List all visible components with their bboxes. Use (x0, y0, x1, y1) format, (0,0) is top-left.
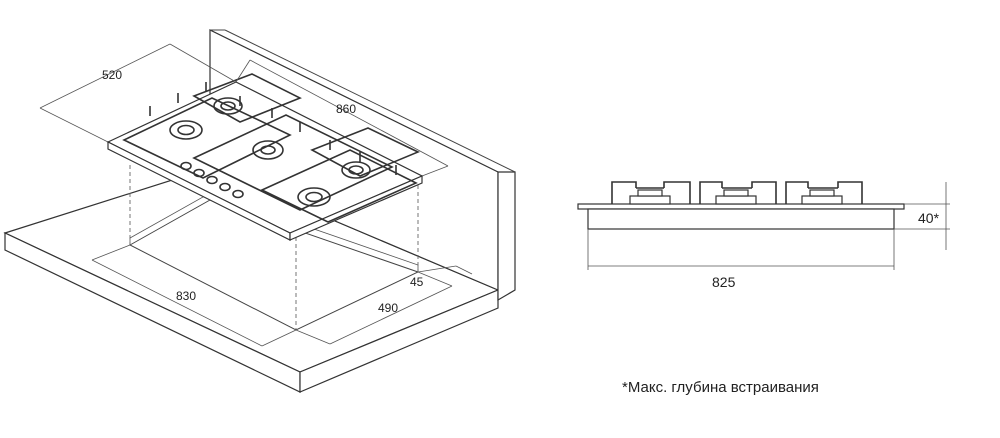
burner-back-right (341, 161, 371, 179)
front-burner-left-cap (637, 189, 663, 197)
dim-ext-860-b (421, 165, 449, 177)
grate-left (122, 97, 292, 179)
dim-label-40: 40* (918, 210, 940, 226)
burner-front-left-inner (177, 124, 195, 136)
dim-line-520 (39, 43, 171, 109)
knob-4 (219, 182, 231, 192)
grate-center (192, 114, 394, 211)
front-grates (611, 181, 863, 204)
control-knobs (180, 161, 244, 199)
dim-label-490: 490 (378, 301, 398, 315)
back-wall-top-edge-2 (224, 29, 516, 173)
dim-label-520: 520 (102, 68, 122, 82)
burner-front-right (297, 187, 331, 207)
dim-ext-490-a (295, 329, 331, 345)
hob-plate-right-edge (289, 175, 423, 241)
burner-back-right-inner (348, 165, 364, 175)
footnote-text: *Макс. глубина встраивания (622, 379, 819, 396)
knob-1 (180, 161, 192, 171)
dim-ext-45 (455, 265, 473, 275)
back-wall-side (497, 171, 516, 302)
dim-ext-520-a (39, 107, 109, 143)
hob-base-plate (577, 203, 905, 210)
front-burner-left (629, 195, 671, 205)
dim-ext-830-b (261, 329, 297, 347)
grate-right (260, 149, 418, 223)
dim-ext-490-b (417, 271, 453, 287)
dim-label-860: 860 (336, 102, 356, 116)
dim-line-490 (329, 285, 453, 345)
burner-front-left (169, 120, 203, 140)
knob-5 (232, 189, 244, 199)
burner-front-right-inner (305, 191, 323, 203)
hob-body (587, 208, 895, 230)
countertop-right-edge (299, 289, 499, 393)
burner-center-inner (260, 145, 276, 155)
front-burner-center-cap (723, 189, 749, 197)
dim-line-830 (91, 259, 263, 347)
dim-label-825: 825 (712, 274, 736, 290)
front-burner-right-cap (809, 189, 835, 197)
dim-label-830: 830 (176, 289, 196, 303)
burner-center (252, 140, 284, 160)
front-burner-center (715, 195, 757, 205)
knob-2 (193, 168, 205, 178)
iso-view: 520 860 830 490 45 (3, 29, 516, 393)
dim-ext-520-b (169, 43, 237, 83)
dim-label-45: 45 (410, 275, 424, 289)
burners (169, 97, 371, 207)
front-burner-right (801, 195, 843, 205)
front-burners (629, 189, 843, 205)
burner-back-left (213, 97, 243, 115)
dim-ext-830-a (91, 244, 131, 261)
front-view: 825 40* (577, 181, 950, 290)
grate-back-right (310, 127, 420, 177)
burner-back-left-inner (220, 101, 236, 111)
dim-line-45 (417, 265, 457, 273)
dim-line-860 (249, 59, 449, 167)
knob-3 (206, 175, 218, 185)
dim-ext-860-a (235, 59, 251, 83)
